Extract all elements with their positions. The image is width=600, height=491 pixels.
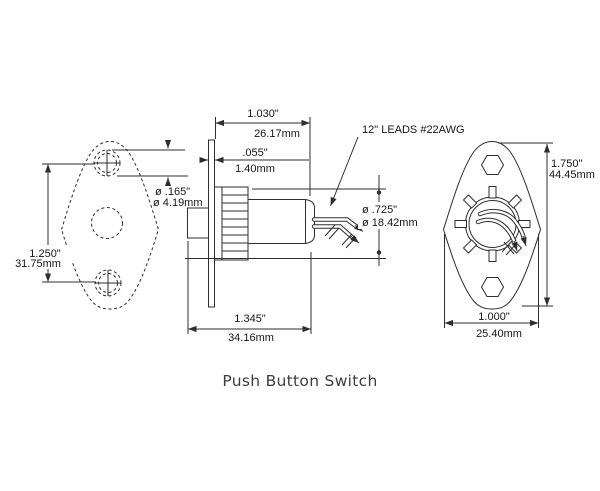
dim-body-dia: ø .725" ø 18.42mm bbox=[185, 175, 422, 266]
dim-flange-height-mm: 44.45mm bbox=[549, 169, 595, 181]
dim-mount-hole-dia-mm: ø 4.19mm bbox=[153, 197, 203, 209]
dim-body-dia-inch: ø .725" bbox=[362, 204, 397, 216]
dim-bushing-length: 1.030" 26.17mm bbox=[215, 108, 311, 196]
front-flange-outline bbox=[61, 141, 159, 310]
dim-mount-hole-dia: ø .165" ø 4.19mm bbox=[112, 139, 203, 209]
dim-hole-spacing-mm: 31.75mm bbox=[15, 258, 61, 270]
drawing-title: Push Button Switch bbox=[222, 372, 378, 390]
dim-flange-width: 1.000" 25.40mm bbox=[444, 234, 539, 340]
dim-overall-length-inch: 1.345" bbox=[234, 313, 266, 325]
dim-mount-hole-dia-inch: ø .165" bbox=[155, 186, 190, 198]
dim-overall-length-mm: 34.16mm bbox=[228, 332, 274, 344]
side-push-button bbox=[187, 207, 209, 239]
dim-body-dia-mm: ø 18.42mm bbox=[362, 217, 418, 229]
dim-hole-spacing: 1.250" 31.75mm bbox=[4, 163, 96, 283]
dim-flange-thickness: .055" 1.40mm bbox=[199, 147, 309, 175]
side-wire-leads bbox=[311, 217, 364, 249]
back-bottom-hex-hole bbox=[480, 277, 505, 297]
wire-break-marks bbox=[501, 240, 517, 256]
dim-flange-thickness-mm: 1.40mm bbox=[235, 163, 275, 175]
side-view: 1.030" 26.17mm .055" 1.40mm ø .725" ø 18… bbox=[185, 108, 465, 344]
dim-bushing-length-inch: 1.030" bbox=[247, 108, 279, 120]
dim-flange-height: 1.750" 44.45mm bbox=[498, 142, 595, 307]
dim-flange-width-mm: 25.40mm bbox=[476, 328, 522, 340]
dim-flange-width-inch: 1.000" bbox=[478, 311, 510, 323]
wire-break-marks bbox=[324, 224, 357, 249]
dim-flange-height-inch: 1.750" bbox=[551, 158, 583, 170]
side-body bbox=[248, 199, 315, 244]
dim-flange-thickness-inch: .055" bbox=[242, 147, 267, 159]
dim-overall-length: 1.345" 34.16mm bbox=[187, 241, 312, 344]
back-wire-leads bbox=[475, 209, 527, 256]
dim-bushing-length-mm: 26.17mm bbox=[254, 128, 300, 140]
front-center-hole bbox=[91, 207, 123, 239]
dim-hole-spacing-inch: 1.250" bbox=[29, 248, 61, 260]
back-terminal-tabs bbox=[454, 186, 531, 262]
back-view: 1.750" 44.45mm 1.000" 25.40mm bbox=[443, 141, 595, 340]
side-threaded-bushing bbox=[214, 186, 249, 261]
back-top-hex-hole bbox=[480, 155, 505, 175]
leads-callout: 12" LEADS #22AWG bbox=[330, 124, 465, 207]
side-flange-plate bbox=[208, 139, 215, 308]
leads-label: 12" LEADS #22AWG bbox=[362, 124, 465, 136]
front-view: ø .165" ø 4.19mm 1.250" 31.75mm bbox=[4, 139, 203, 310]
front-bottom-mount-hole bbox=[94, 269, 122, 297]
front-top-mount-hole bbox=[93, 149, 121, 177]
